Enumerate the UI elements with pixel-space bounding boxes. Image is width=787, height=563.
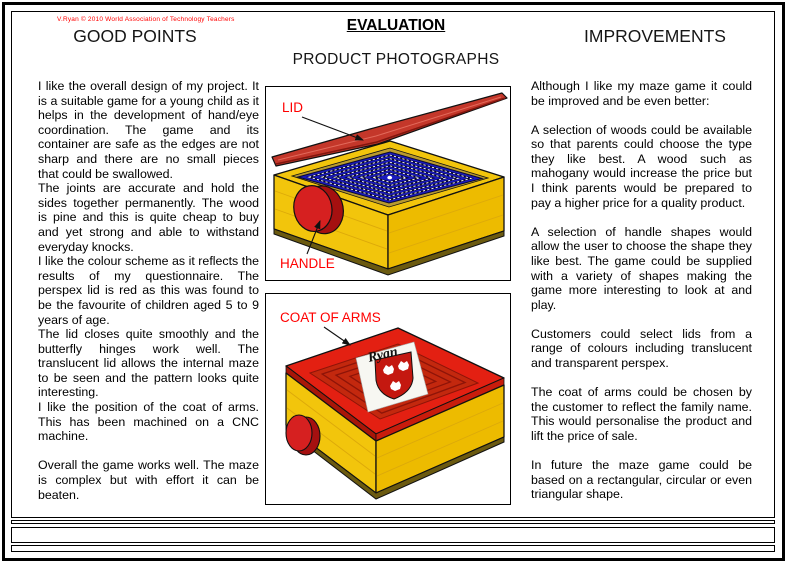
maze-ring	[307, 154, 473, 201]
crest-name: Ryan	[366, 344, 400, 366]
coat-of-arms: Ryan	[355, 341, 429, 413]
page-title: EVALUATION	[346, 17, 446, 34]
good-points-paragraph: The lid closes quite smoothly and the bu…	[38, 327, 259, 400]
maze-center-dot	[387, 175, 393, 180]
maze	[296, 151, 484, 204]
good-points-paragraph: The joints are accurate and hold the sid…	[38, 181, 259, 254]
good-points-heading: GOOD POINTS	[73, 26, 197, 46]
lid-label: LID	[282, 100, 303, 115]
good-points-column: I like the overall design of my project.…	[38, 79, 259, 502]
maze-ring	[358, 168, 421, 187]
good-points-paragraph: Overall the game works well. The maze is…	[38, 458, 259, 502]
maze-ring	[345, 165, 434, 190]
handle-arrow	[306, 219, 321, 255]
photo-closed-box-frame: Ryan COAT OF ARMS	[265, 293, 511, 505]
open-box-illustration: LID HANDLE	[271, 92, 508, 276]
good-points-paragraph: I like the position of the coat of arms.…	[38, 400, 259, 444]
good-points-paragraph: I like the overall design of my project.…	[38, 79, 259, 181]
improvements-column: Although I like my maze game it could be…	[531, 79, 752, 516]
maze-ring	[333, 161, 447, 194]
coat-of-arms-arrow	[323, 326, 351, 346]
product-photographs-subtitle: PRODUCT PHOTOGRAPHS	[292, 51, 500, 68]
maze-ring	[371, 172, 409, 183]
improvements-paragraph: The coat of arms could be chosen by the …	[531, 385, 752, 443]
lid-highlight	[277, 96, 502, 161]
footer-row	[11, 520, 775, 524]
crest-griffin	[383, 365, 394, 375]
footer-row	[11, 527, 775, 543]
maze-ring	[320, 158, 460, 197]
handle-label: HANDLE	[280, 256, 335, 271]
good-points-paragraph: I like the colour scheme as it reflects …	[38, 254, 259, 327]
crest-griffin	[390, 381, 401, 391]
handle	[285, 414, 321, 456]
wood-grain	[388, 194, 504, 254]
lid-arrow	[301, 116, 365, 141]
improvements-paragraph: A selection of handle shapes would allow…	[531, 224, 752, 312]
improvements-paragraph: A selection of woods could be available …	[531, 122, 752, 210]
lid-shadow	[275, 97, 506, 165]
handle	[293, 185, 344, 235]
improvements-heading: IMPROVEMENTS	[584, 26, 726, 46]
maze-ring-dashes	[307, 154, 473, 201]
copyright-watermark: V.Ryan © 2010 World Association of Techn…	[57, 16, 235, 23]
wood-grain	[376, 402, 504, 477]
coat-of-arms-label: COAT OF ARMS	[280, 310, 381, 325]
photo-open-box-frame: LID HANDLE	[265, 86, 511, 281]
crest-griffin	[398, 361, 409, 371]
content-border	[11, 11, 775, 518]
lid	[271, 92, 508, 167]
box-base-edge	[273, 228, 505, 276]
improvements-paragraph: Customers could select lids from a range…	[531, 326, 752, 370]
footer-row	[11, 545, 775, 552]
improvements-paragraph: Although I like my maze game it could be…	[531, 79, 752, 108]
closed-box-illustration: Ryan COAT OF ARMS	[280, 310, 505, 500]
improvements-paragraph: In future the maze game could be based o…	[531, 457, 752, 502]
